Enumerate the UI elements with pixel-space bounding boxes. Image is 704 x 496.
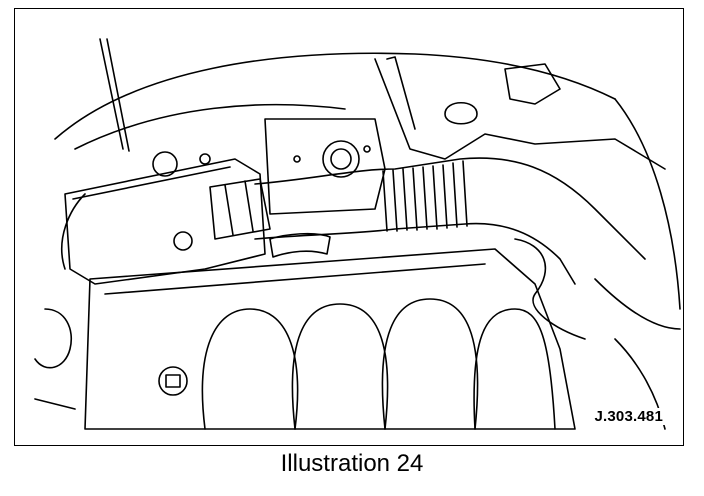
illustration-frame: J.303.481 xyxy=(14,8,684,446)
bellows-ribs xyxy=(382,160,468,232)
left-lower-parts xyxy=(34,308,76,410)
throttle-housing xyxy=(264,118,386,215)
cowl-structure xyxy=(374,58,666,170)
air-cleaner-box xyxy=(64,158,266,285)
fender-right xyxy=(594,98,681,330)
oil-filler-cap xyxy=(322,140,360,178)
air-cleaner-lid xyxy=(72,166,231,200)
maf-sensor xyxy=(209,178,271,240)
intake-runners xyxy=(201,298,556,430)
hood-inner-line xyxy=(74,103,346,150)
small-hose xyxy=(269,232,331,258)
intake-duct-top xyxy=(254,157,646,260)
reference-code: J.303.481 xyxy=(592,408,665,425)
strut-right xyxy=(386,56,416,130)
engine-cover xyxy=(84,248,576,430)
bracket-right xyxy=(504,63,561,105)
intake-duct-bottom xyxy=(254,222,576,285)
figure-caption: Illustration 24 xyxy=(280,450,424,477)
hood-outline xyxy=(54,52,616,140)
engine-cover-edge xyxy=(104,263,486,295)
reservoir-cap xyxy=(444,101,478,125)
hood-strut-left xyxy=(99,38,130,152)
wiring-harness xyxy=(61,193,586,340)
bolt xyxy=(158,366,188,396)
engine-bay-line-drawing xyxy=(34,38,681,430)
